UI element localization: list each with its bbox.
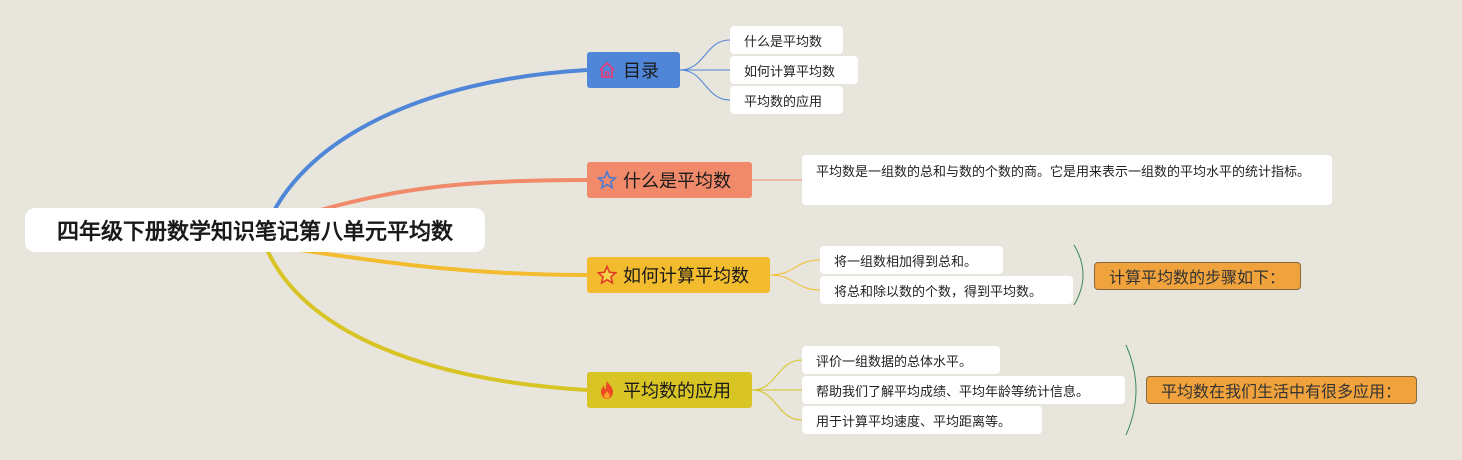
leaf-node[interactable]: 如何计算平均数	[730, 56, 858, 84]
leaf-node[interactable]: 平均数是一组数的总和与数的个数的商。它是用来表示一组数的平均水平的统计指标。	[802, 155, 1332, 205]
leaf-node[interactable]: 将总和除以数的个数，得到平均数。	[820, 276, 1073, 304]
house-icon	[597, 60, 617, 80]
summary-bracket	[1073, 244, 1084, 306]
branch-how-to-calculate[interactable]: 如何计算平均数	[587, 257, 770, 293]
branch-table-of-contents[interactable]: 目录	[587, 52, 680, 88]
branch-what-is-average[interactable]: 什么是平均数	[587, 162, 752, 198]
branch-applications[interactable]: 平均数的应用	[587, 372, 752, 408]
fire-icon	[597, 380, 617, 400]
branch-label: 如何计算平均数	[623, 266, 749, 287]
leaf-node[interactable]: 帮助我们了解平均成绩、平均年龄等统计信息。	[802, 376, 1125, 404]
link-branch-3	[299, 248, 588, 277]
star-outline-icon	[597, 170, 617, 190]
branch-label: 什么是平均数	[623, 171, 731, 192]
star-filled-icon	[597, 264, 617, 285]
branch-label: 目录	[623, 61, 659, 82]
leaf-node[interactable]: 评价一组数据的总体水平。	[802, 346, 1000, 374]
leaf-node[interactable]: 什么是平均数	[730, 26, 843, 54]
leaf-node[interactable]: 将一组数相加得到总和。	[820, 246, 1003, 274]
link-branch-4	[263, 244, 588, 392]
leaf-node[interactable]: 平均数的应用	[730, 86, 843, 114]
link-branch-1	[263, 68, 588, 231]
summary-bracket	[1125, 344, 1137, 436]
leaf-node[interactable]: 用于计算平均速度、平均距离等。	[802, 406, 1042, 434]
root-topic[interactable]: 四年级下册数学知识笔记第八单元平均数	[25, 208, 485, 252]
link-branch-2	[299, 178, 588, 218]
branch-label: 平均数的应用	[623, 381, 731, 402]
summary-node[interactable]: 计算平均数的步骤如下：	[1094, 262, 1301, 290]
summary-node[interactable]: 平均数在我们生活中有很多应用：	[1146, 376, 1417, 404]
